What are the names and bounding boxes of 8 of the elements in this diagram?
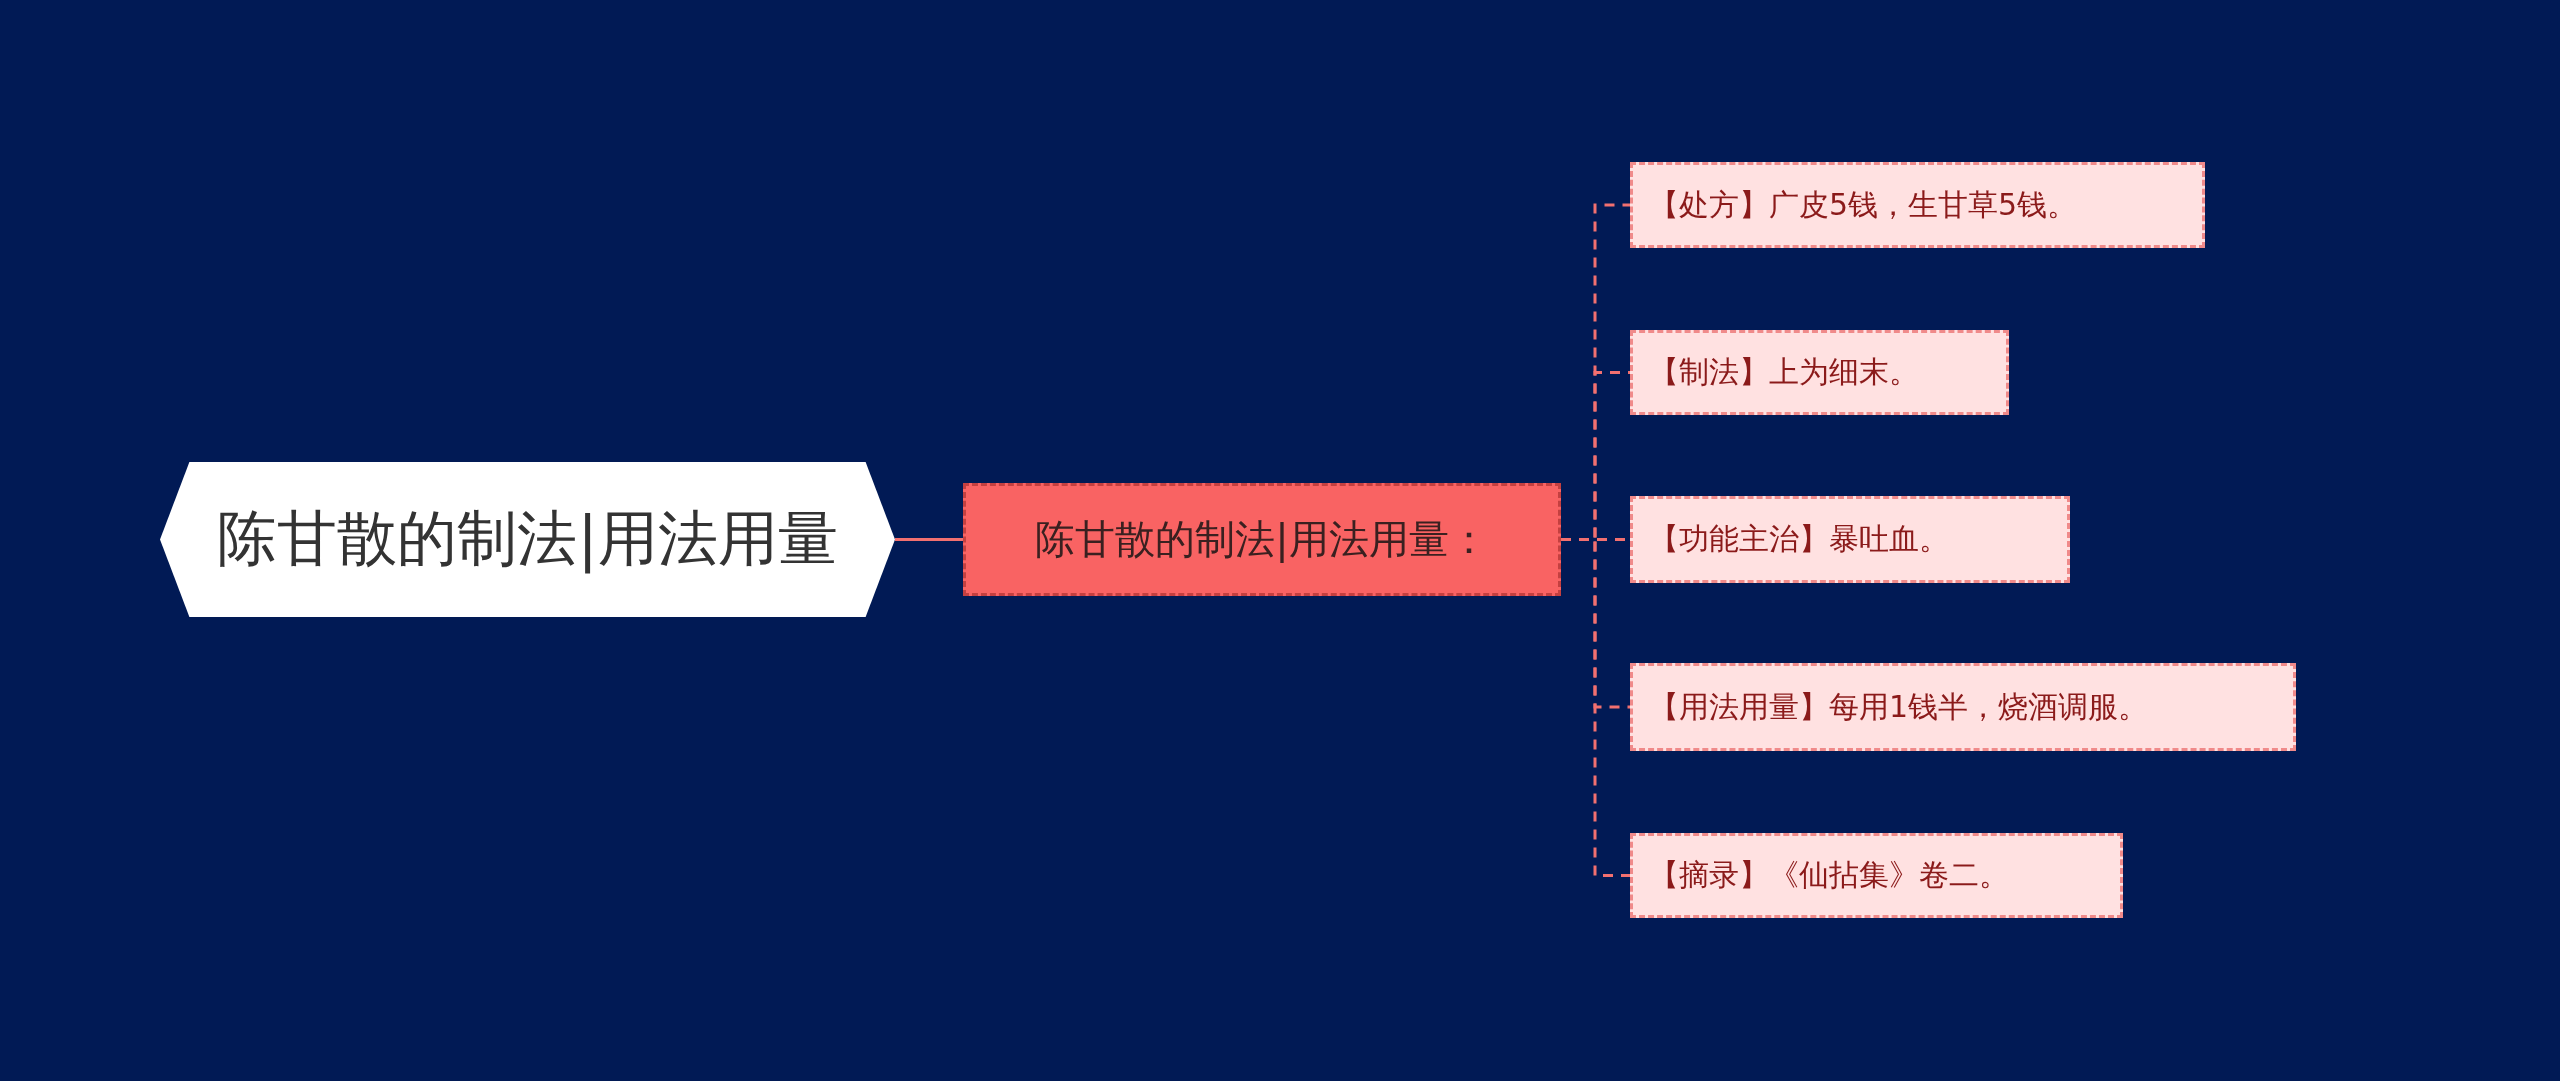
connector-line xyxy=(895,538,963,541)
leaf-box: 【摘录】《仙拈集》卷二。 xyxy=(1630,833,2123,918)
leaf-box: 【处方】广皮5钱，生甘草5钱。 xyxy=(1630,162,2205,248)
connector-line xyxy=(1561,538,1630,877)
leaf-box: 【制法】上为细末。 xyxy=(1630,330,2009,415)
leaf-box: 【功能主治】暴吐血。 xyxy=(1630,496,2070,583)
leaf-box: 【用法用量】每用1钱半，烧酒调服。 xyxy=(1630,663,2296,751)
subtopic-box: 陈甘散的制法|用法用量： xyxy=(963,483,1561,596)
